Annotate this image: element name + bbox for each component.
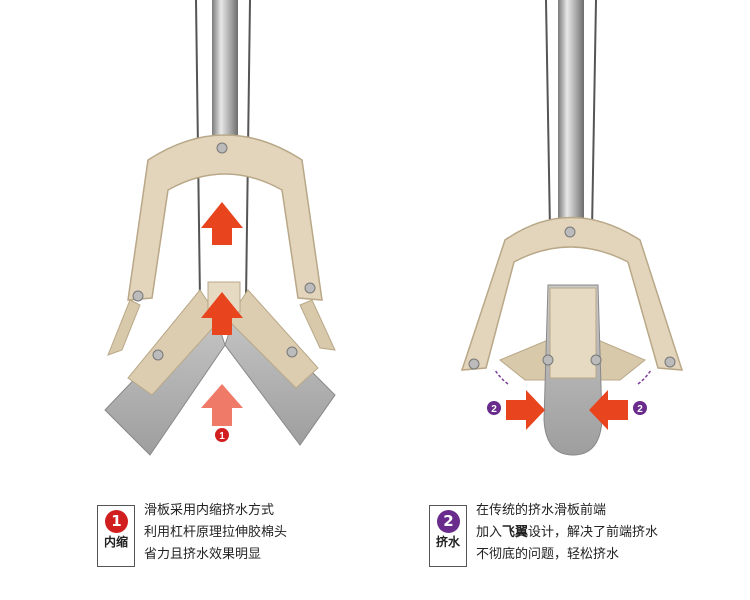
step-marker-2-text: 2 — [637, 404, 643, 415]
feature2-highlight: 飞翼 — [502, 525, 529, 540]
feature1-description: 滑板采用内缩挤水方式 利用杠杆原理拉伸胶棉头 省力且挤水效果明显 — [144, 500, 287, 566]
feature2-description: 在传统的挤水滑板前端 加入飞翼设计，解决了前端挤水 不彻底的问题，轻松挤水 — [476, 500, 658, 566]
feature1-label: 内缩 — [103, 535, 128, 549]
wringer-plate — [127, 134, 323, 301]
wringer-plate — [460, 216, 684, 371]
arrow-up-icon — [201, 292, 243, 335]
feature1-badge: 1 内缩 — [97, 505, 135, 567]
feature2-number: 2 — [437, 510, 460, 533]
feature2-line: 加入飞翼设计，解决了前端挤水 — [476, 522, 658, 544]
step-marker-1 — [215, 428, 229, 442]
mop-pole — [558, 0, 584, 230]
feature2-line: 不彻底的问题，轻松挤水 — [476, 547, 620, 562]
arrow-up-icon — [201, 202, 243, 245]
step-marker-2 — [487, 401, 501, 415]
arrow-up-icon — [201, 384, 243, 426]
feature1-line: 省力且挤水效果明显 — [144, 547, 262, 562]
product-illustration: 1 2 2 — [104, 0, 684, 456]
arrow-left-icon — [589, 390, 628, 430]
feature1-line: 滑板采用内缩挤水方式 — [144, 503, 275, 518]
feature2-line: 在传统的挤水滑板前端 — [476, 503, 607, 518]
arrow-right-icon — [506, 390, 545, 430]
feature2-badge: 2 挤水 — [429, 505, 467, 567]
step-marker-2-text: 2 — [491, 404, 497, 415]
feature2-line2-post: 设计，解决了前端挤水 — [528, 525, 659, 540]
feature1-line: 利用杠杆原理拉伸胶棉头 — [144, 525, 288, 540]
step-marker-1-text: 1 — [219, 431, 225, 442]
feature2-label: 挤水 — [435, 535, 460, 549]
feature2-line2-pre: 加入 — [476, 525, 503, 540]
inward-mop-illustration: 1 — [104, 0, 336, 456]
mop-pole — [212, 0, 238, 150]
step-marker-2 — [633, 401, 647, 415]
feature1-number: 1 — [105, 510, 128, 533]
squeeze-mop-illustration: 2 2 — [460, 0, 684, 456]
